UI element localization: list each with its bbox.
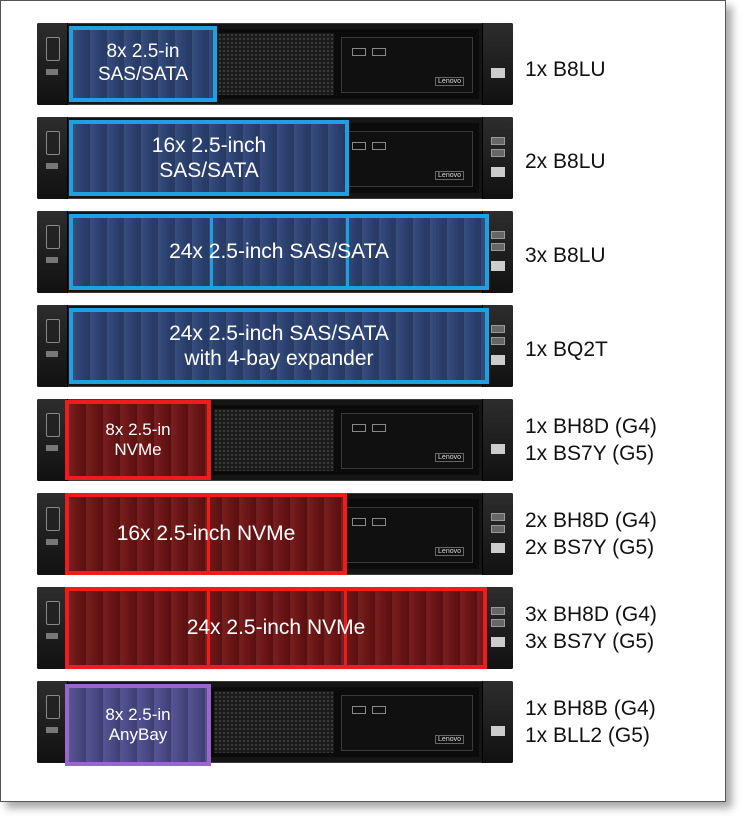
left-ear xyxy=(37,493,68,575)
part-number-label: 1x B8LU xyxy=(525,58,606,81)
left-ear xyxy=(37,211,68,293)
backplane-divider xyxy=(207,591,210,665)
left-ear xyxy=(37,117,68,199)
right-ear xyxy=(482,117,513,199)
backplane-divider xyxy=(210,218,213,286)
right-ear xyxy=(482,681,513,763)
bay-config-label: 24x 2.5-inch SAS/SATA xyxy=(169,240,389,264)
part-number-label: 2x BH8D (G4) 2x BS7Y (G5) xyxy=(525,509,657,559)
brand-logo: Lenovo xyxy=(435,547,464,556)
config-row-3: 24x 2.5-inch SAS/SATA 3x B8LU xyxy=(37,211,727,295)
left-ear xyxy=(37,681,68,763)
brand-logo: Lenovo xyxy=(435,735,464,744)
bay-highlight-nvme: 8x 2.5-in NVMe xyxy=(65,400,211,480)
bay-config-label: 24x 2.5-inch SAS/SATA with 4-bay expande… xyxy=(169,321,389,370)
config-row-4: 24x 2.5-inch SAS/SATA with 4-bay expande… xyxy=(37,305,727,389)
bay-config-label: 8x 2.5-in AnyBay xyxy=(105,704,171,744)
config-row-5: Lenovo 8x 2.5-in NVMe 1x BH8D (G4) 1x BS… xyxy=(37,399,727,483)
part-number-label: 1x BH8D (G4) 1x BS7Y (G5) xyxy=(525,415,657,465)
backplane-divider xyxy=(207,497,210,571)
bay-config-label: 16x 2.5-inch SAS/SATA xyxy=(151,133,267,182)
bay-highlight-nvme: 24x 2.5-inch NVMe xyxy=(65,587,487,669)
bay-config-label: 8x 2.5-in SAS/SATA xyxy=(97,41,189,85)
diagram-frame: Lenovo 8x 2.5-in SAS/SATA 1x B8LU Lenovo… xyxy=(0,0,726,802)
left-ear xyxy=(37,399,68,481)
config-row-8: Lenovo 8x 2.5-in AnyBay 1x BH8B (G4) 1x … xyxy=(37,681,727,766)
brand-logo: Lenovo xyxy=(435,171,464,180)
left-ear xyxy=(37,587,68,669)
bay-highlight-anybay: 8x 2.5-in AnyBay xyxy=(65,684,211,766)
bay-highlight-sas: 24x 2.5-inch SAS/SATA xyxy=(69,214,489,290)
config-row-6: Lenovo 16x 2.5-inch NVMe 2x BH8D (G4) 2x… xyxy=(37,493,727,577)
backplane-divider xyxy=(346,218,349,286)
brand-logo: Lenovo xyxy=(435,453,464,462)
bay-highlight-sas: 24x 2.5-inch SAS/SATA with 4-bay expande… xyxy=(69,308,489,384)
left-ear xyxy=(37,305,68,387)
bay-highlight-sas: 8x 2.5-in SAS/SATA xyxy=(69,26,217,102)
left-ear xyxy=(37,23,68,105)
backplane-divider xyxy=(344,591,347,665)
part-number-label: 2x B8LU xyxy=(525,150,606,173)
part-number-label: 3x B8LU xyxy=(525,244,606,267)
config-row-1: Lenovo 8x 2.5-in SAS/SATA 1x B8LU xyxy=(37,23,727,107)
config-row-2: Lenovo 16x 2.5-inch SAS/SATA 2x B8LU xyxy=(37,117,727,201)
bay-highlight-sas: 16x 2.5-inch SAS/SATA xyxy=(69,120,349,196)
part-number-label: 1x BH8B (G4) 1x BLL2 (G5) xyxy=(525,697,656,747)
bay-config-label: 8x 2.5-in NVMe xyxy=(105,419,171,459)
part-number-label: 3x BH8D (G4) 3x BS7Y (G5) xyxy=(525,603,657,653)
right-ear xyxy=(482,493,513,575)
right-ear xyxy=(482,399,513,481)
right-ear xyxy=(482,587,513,669)
bay-config-label: 24x 2.5-inch NVMe xyxy=(186,616,366,640)
bay-config-label: 16x 2.5-inch NVMe xyxy=(116,522,296,546)
brand-logo: Lenovo xyxy=(435,77,464,86)
part-number-label: 1x BQ2T xyxy=(525,338,608,361)
right-ear xyxy=(482,23,513,105)
config-row-7: 24x 2.5-inch NVMe 3x BH8D (G4) 3x BS7Y (… xyxy=(37,587,727,671)
bay-highlight-nvme: 16x 2.5-inch NVMe xyxy=(65,493,347,575)
